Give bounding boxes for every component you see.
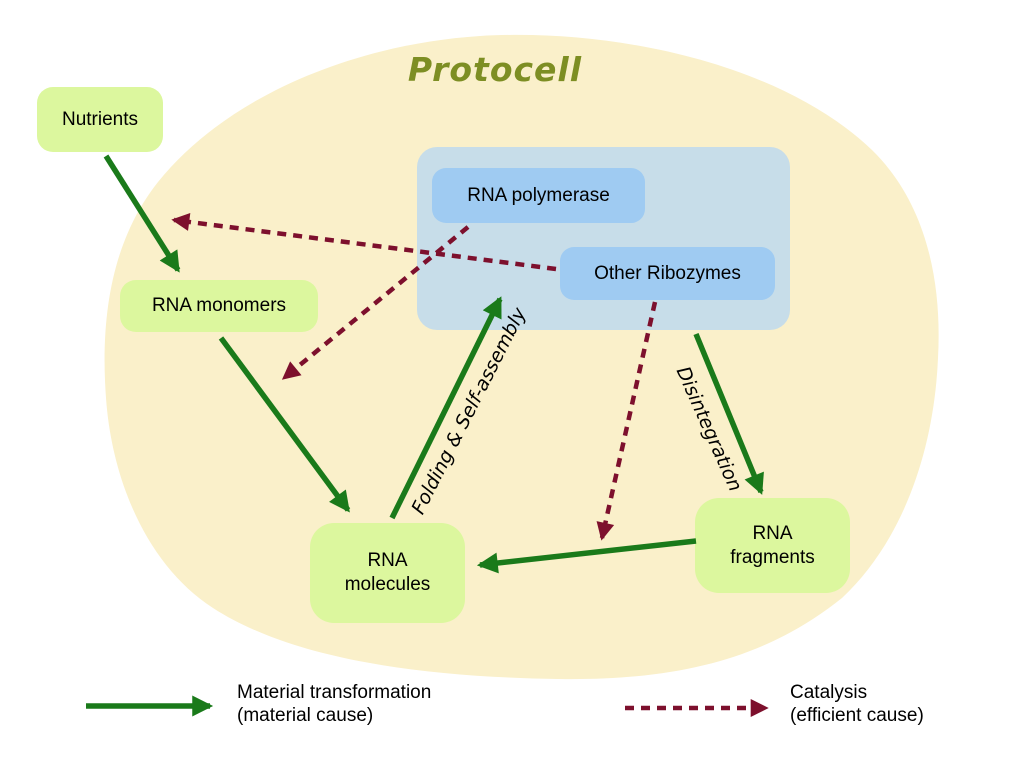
node-nutrients-label: Nutrients <box>61 108 139 130</box>
node-rna-monomers-label: RNA monomers <box>151 295 287 316</box>
page-title: Protocell <box>407 50 583 89</box>
edge-label-folding-self-assembly: Folding & Self-assembly <box>407 304 531 518</box>
legend-catalysis-line1: Catalysis <box>790 682 868 703</box>
node-rna-polymerase-label: RNA polymerase <box>467 184 610 206</box>
arrow-folding-self-assembly <box>389 296 503 520</box>
node-rna-fragments: RNA fragments <box>695 498 850 593</box>
arrow-fragments-to-molecules <box>476 538 697 574</box>
legend-catalysis-line2: (efficient cause) <box>790 705 924 726</box>
node-other-ribozymes: Other Ribozymes <box>560 247 775 300</box>
node-rna-molecules: RNA molecules <box>310 523 465 623</box>
legend-material-text: Material transformation (material cause) <box>237 681 477 727</box>
node-other-ribozymes-label: Other Ribozymes <box>594 262 741 284</box>
arrow-nutrients-to-monomers <box>103 154 181 273</box>
node-rna-monomers: RNA monomers <box>120 280 318 332</box>
legend-catalysis-text: Catalysis (efficient cause) <box>790 681 1010 727</box>
node-rna-molecules-label: RNA molecules <box>344 550 431 595</box>
legend-material-line2: (material cause) <box>237 705 374 726</box>
arrow-monomers-to-molecules <box>218 336 351 513</box>
arrow-catalysis-ribozymes-to-fragment-flow <box>596 301 658 541</box>
node-nutrients: Nutrients <box>37 87 163 152</box>
legend-material-line1: Material transformation <box>237 682 432 703</box>
node-rna-fragments-label: RNA fragments <box>730 522 815 568</box>
node-rna-polymerase: RNA polymerase <box>432 168 645 223</box>
edge-label-disintegration: Disintegration <box>671 363 747 495</box>
